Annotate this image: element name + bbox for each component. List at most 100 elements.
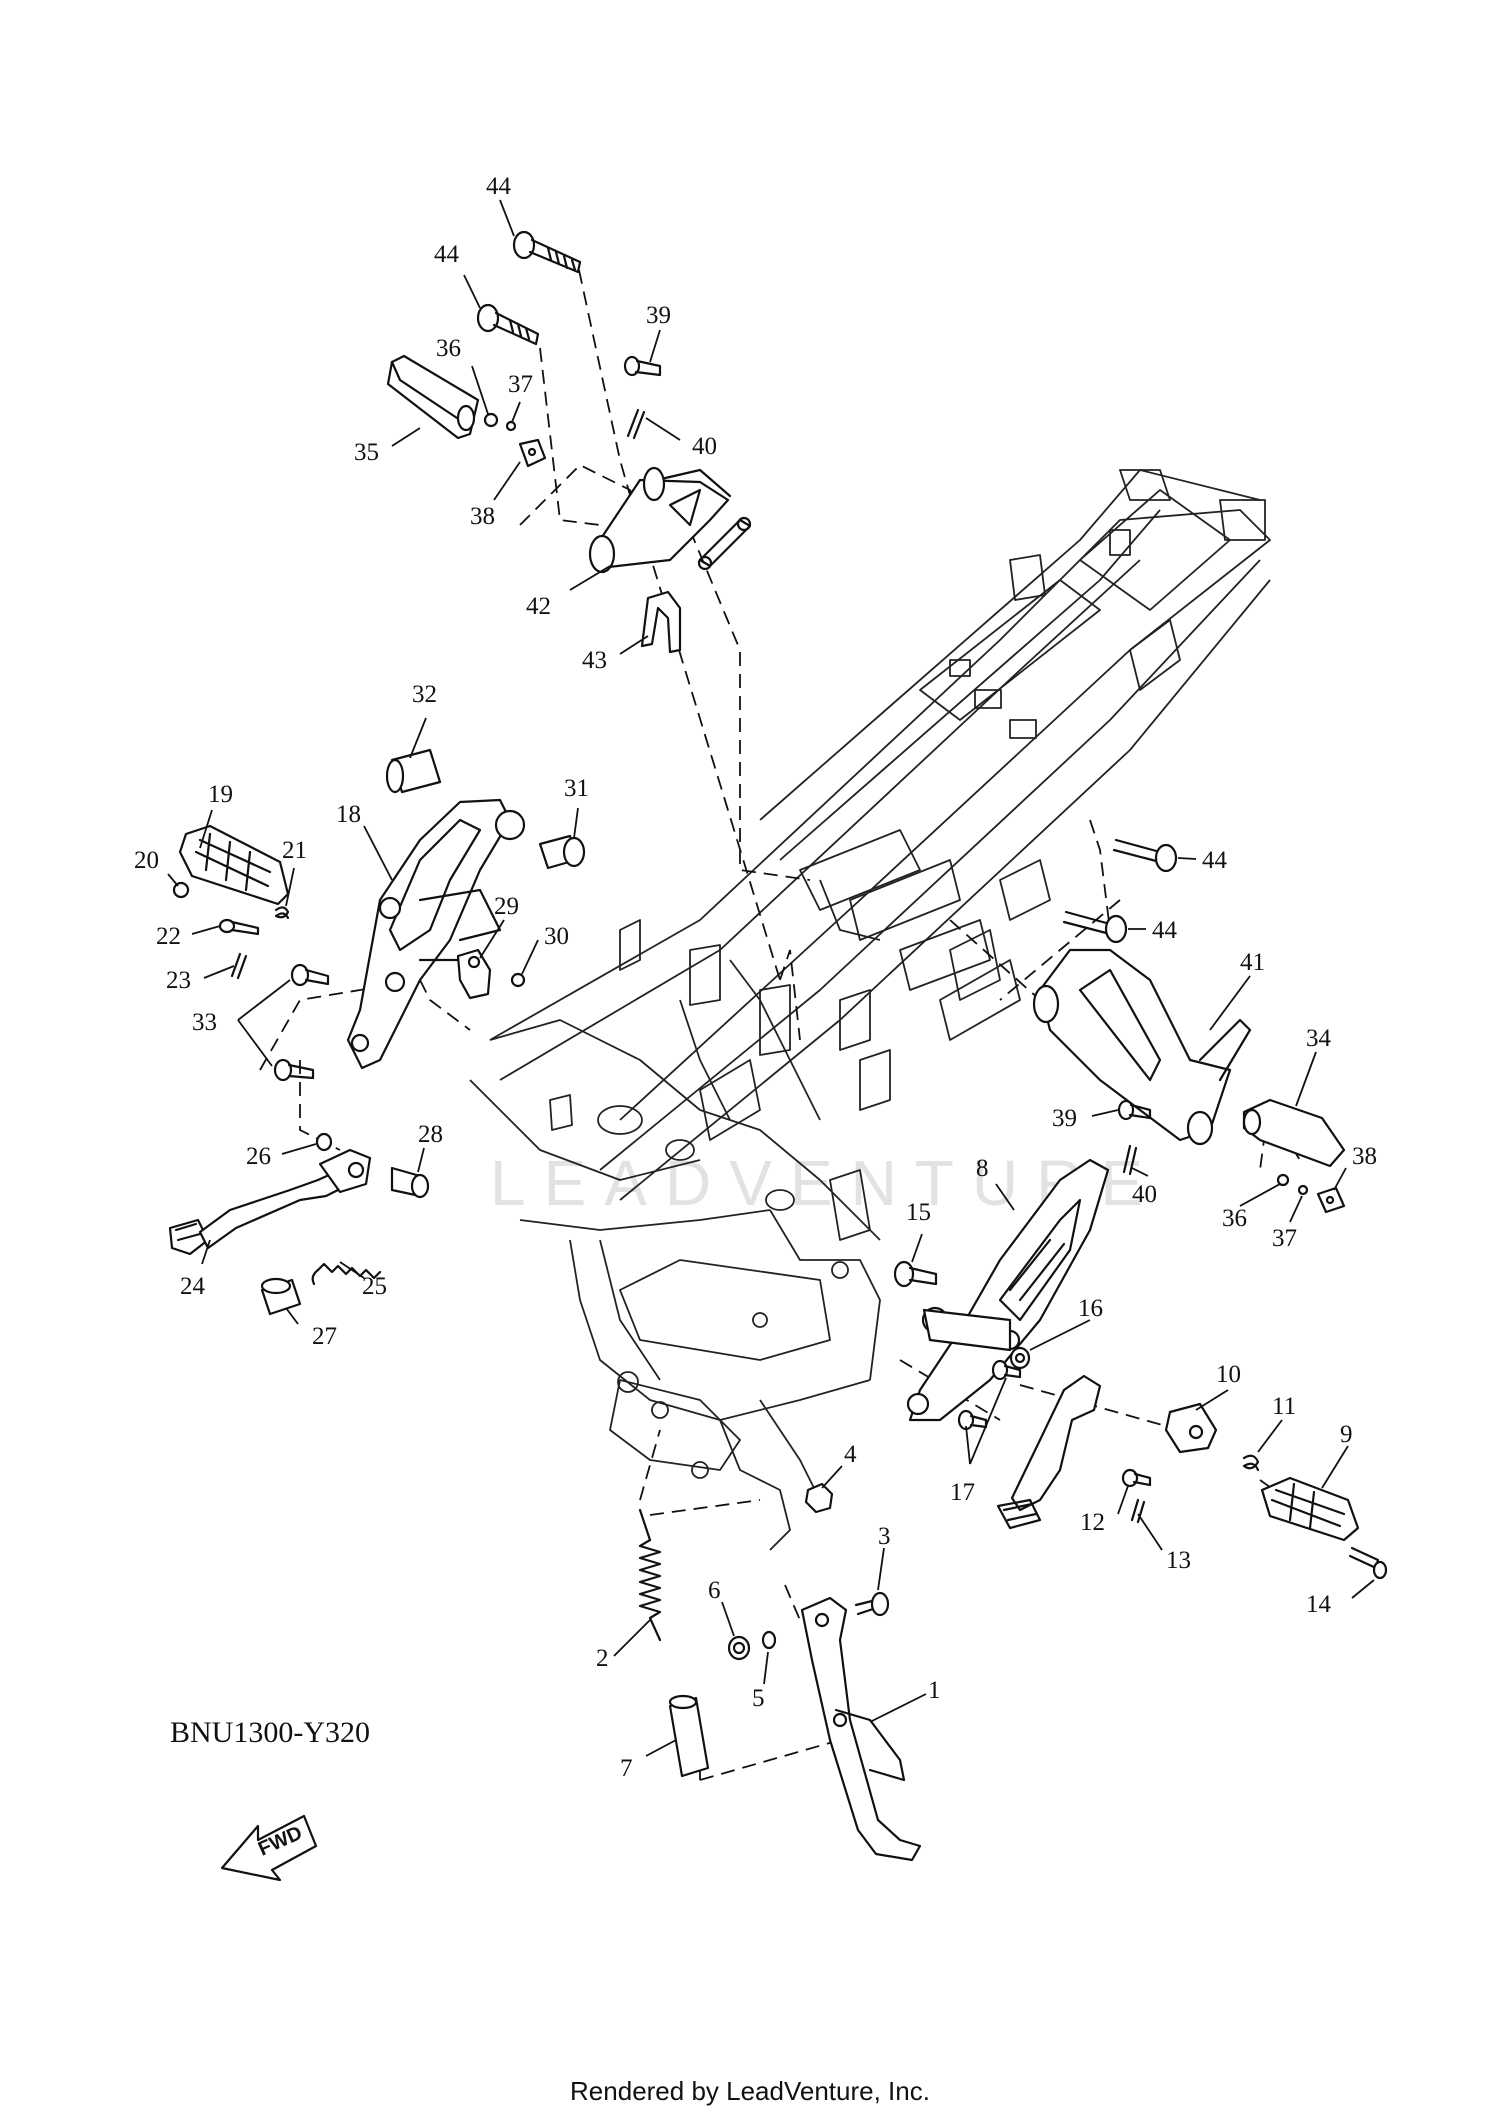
- part-16-washer: [1009, 1346, 1031, 1370]
- callout-30: 30: [544, 923, 569, 950]
- callout-32: 32: [412, 681, 437, 708]
- callout-17: 17: [950, 1479, 975, 1506]
- part-36-washer-right: [1276, 1173, 1290, 1187]
- part-shift-lever: [996, 1374, 1102, 1530]
- part-13-cotter: [1130, 1498, 1146, 1524]
- callout-40: 40: [692, 433, 717, 460]
- part-42-rear-footrest-bracket: [588, 466, 752, 574]
- part-44-bolt-a: [512, 230, 582, 274]
- callout-39: 39: [1052, 1105, 1077, 1132]
- callout-36: 36: [436, 335, 461, 362]
- part-44-bolt-c: [1112, 838, 1178, 873]
- callout-41: 41: [1240, 949, 1265, 976]
- part-35-footrest: [386, 354, 480, 440]
- callout-8: 8: [976, 1155, 989, 1182]
- callout-44: 44: [1202, 847, 1228, 874]
- part-22-pin: [218, 918, 260, 936]
- part-33-bolt-b: [273, 1058, 315, 1082]
- part-29-bracket: [456, 948, 492, 1000]
- callout-13: 13: [1166, 1547, 1191, 1574]
- part-32-collar: [385, 748, 442, 794]
- part-12-pin: [1121, 1468, 1152, 1488]
- callout-27: 27: [312, 1323, 337, 1350]
- callout-9: 9: [1340, 1421, 1353, 1448]
- part-1-sidestand: [800, 1596, 922, 1862]
- part-38-plate-top: [518, 438, 547, 468]
- callout-42: 42: [526, 593, 551, 620]
- callout-31: 31: [564, 775, 589, 802]
- callout-28: 28: [418, 1121, 443, 1148]
- part-33-bolt-a: [290, 963, 330, 987]
- part-40-cotter-right: [1122, 1144, 1138, 1176]
- part-24-brake-pedal: [168, 1148, 372, 1256]
- part-26-washer: [315, 1132, 333, 1152]
- part-36-washer-top: [483, 412, 499, 428]
- callout-38: 38: [470, 503, 495, 530]
- callout-10: 10: [1216, 1361, 1241, 1388]
- callout-26: 26: [246, 1143, 271, 1170]
- part-30-screw: [510, 972, 526, 988]
- callout-20: 20: [134, 847, 159, 874]
- part-39-pin-right: [1117, 1099, 1152, 1121]
- part-14-pin: [1348, 1546, 1388, 1580]
- callout-23: 23: [166, 967, 191, 994]
- part-18-footrest-bracket-left: [346, 798, 526, 1070]
- callout-29: 29: [494, 893, 519, 920]
- callout-7: 7: [620, 1755, 633, 1782]
- callout-43: 43: [582, 647, 607, 674]
- callout-22: 22: [156, 923, 181, 950]
- callout-18: 18: [336, 801, 361, 828]
- callout-19: 19: [208, 781, 233, 808]
- part-44-bolt-b: [476, 303, 540, 346]
- callout-2: 2: [596, 1645, 609, 1672]
- part-11-spring: [1242, 1454, 1260, 1472]
- part-37-pin-top: [505, 420, 517, 432]
- diagram-code: BNU1300-Y320: [170, 1716, 370, 1749]
- callout-11: 11: [1272, 1393, 1296, 1420]
- callout-39: 39: [646, 302, 671, 329]
- part-4-nut: [804, 1482, 834, 1514]
- part-27-collar: [260, 1277, 302, 1316]
- part-39-pin-top: [623, 355, 662, 377]
- part-8-footrest-bracket-right: [906, 1158, 1110, 1422]
- callout-37: 37: [1272, 1225, 1297, 1252]
- watermark-text: LEADVENTURE: [490, 1147, 1161, 1219]
- part-7-collar: [668, 1694, 710, 1778]
- callout-21: 21: [282, 837, 307, 864]
- callout-44: 44: [486, 173, 512, 200]
- part-44-bolt-d: [1062, 910, 1128, 944]
- callout-37: 37: [508, 371, 533, 398]
- footer-credit: Rendered by LeadVenture, Inc.: [570, 2076, 930, 2106]
- callout-16: 16: [1078, 1295, 1103, 1322]
- part-28-bolt: [390, 1166, 430, 1199]
- callout-14: 14: [1306, 1591, 1332, 1618]
- part-41-rear-footrest-bracket-right: [1032, 948, 1252, 1146]
- callout-34: 34: [1306, 1025, 1332, 1052]
- callout-15: 15: [906, 1199, 931, 1226]
- part-17-bolt-a: [991, 1359, 1022, 1381]
- part-37-pin-right: [1297, 1184, 1309, 1196]
- part-19-footrest-left: [178, 824, 290, 906]
- leader-lines: [167, 199, 1375, 1757]
- callout-1: 1: [928, 1677, 941, 1704]
- callout-36: 36: [1222, 1205, 1247, 1232]
- part-38-plate-right: [1316, 1186, 1346, 1214]
- part-10-footrest-bracket: [1164, 1402, 1218, 1454]
- callout-6: 6: [708, 1577, 721, 1604]
- part-15-bolt: [893, 1260, 938, 1288]
- callout-38: 38: [1352, 1143, 1377, 1170]
- fwd-arrow-icon: FWD: [220, 1814, 318, 1882]
- part-21-spring: [274, 906, 290, 920]
- callout-44: 44: [1152, 917, 1178, 944]
- part-6-nut: [727, 1635, 751, 1661]
- part-9-footrest-right-front: [1260, 1476, 1360, 1542]
- part-31-collar: [538, 834, 586, 870]
- part-5-washer: [761, 1630, 777, 1650]
- callout-24: 24: [180, 1273, 206, 1300]
- part-34-footrest-right: [1242, 1098, 1346, 1168]
- part-17-bolt-b: [957, 1409, 988, 1431]
- callout-44: 44: [434, 241, 460, 268]
- part-3-bolt: [854, 1591, 890, 1617]
- callout-4: 4: [844, 1441, 857, 1468]
